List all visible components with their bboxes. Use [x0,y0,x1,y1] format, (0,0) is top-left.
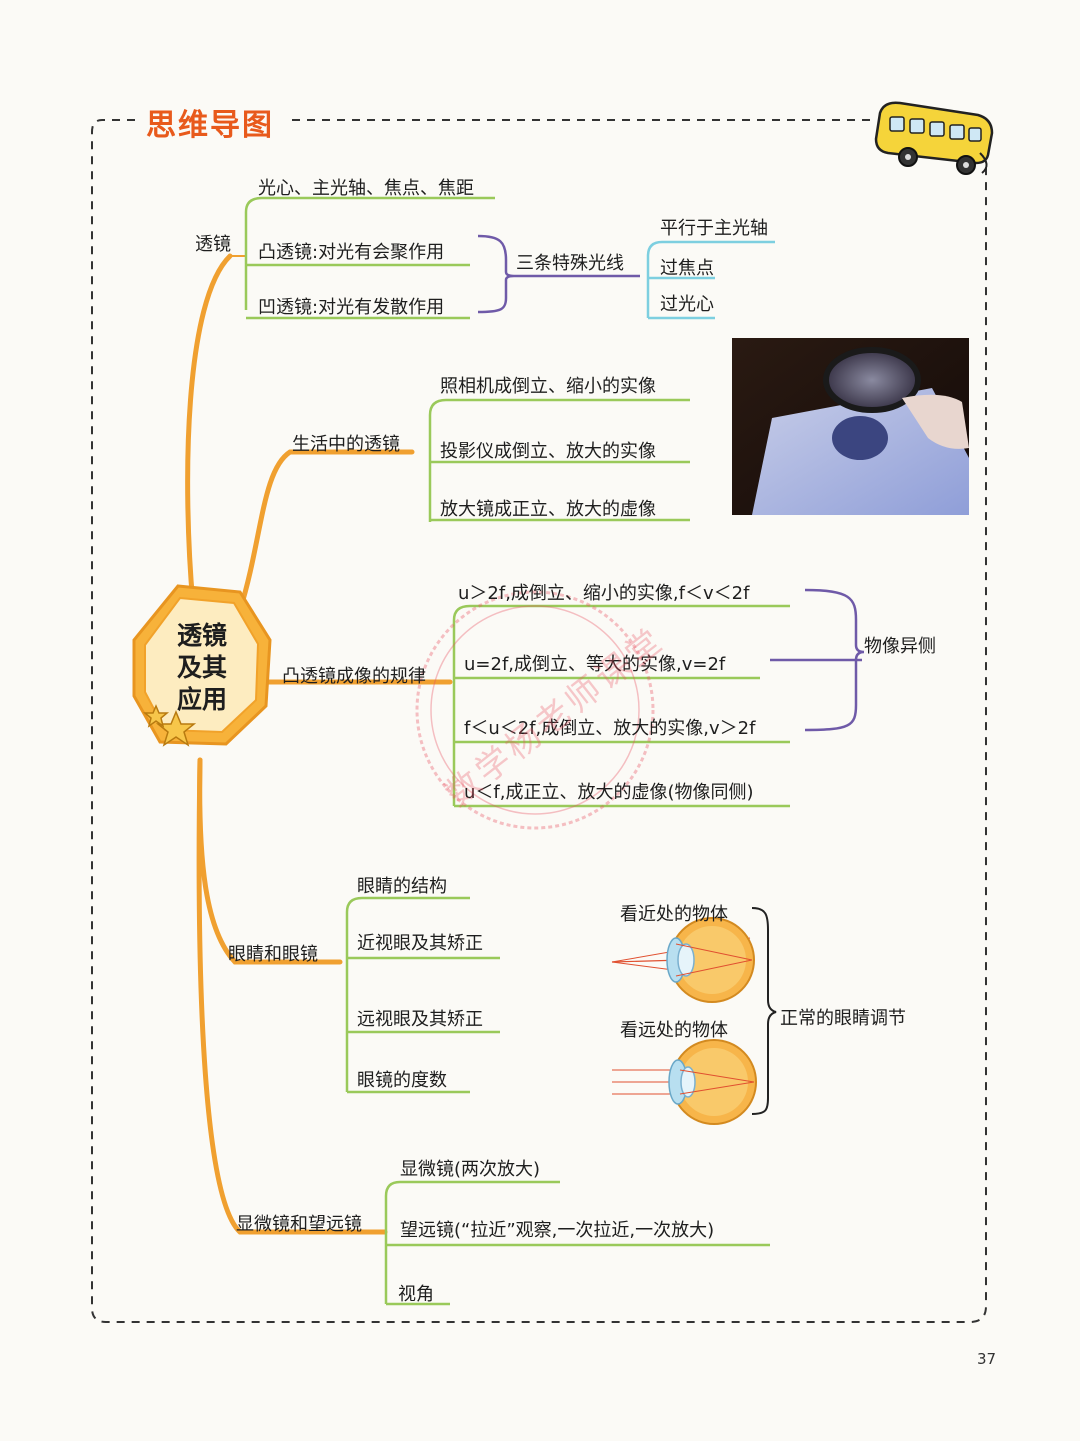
rules-group-label: 物像异侧 [864,636,936,657]
eye-near-label: 看近处的物体 [620,904,728,925]
cyan-branches [646,240,775,320]
eye-item-1: 眼睛的结构 [357,876,447,897]
scope-item-1: 显微镜(两次放大) [400,1159,541,1180]
daily-item-3: 放大镜成正立、放大的虚像 [440,499,656,520]
magnifier-photo [732,338,969,515]
lens-item-3: 凹透镜:对光有发散作用 [258,297,445,318]
eye-item-3: 远视眼及其矫正 [357,1009,483,1030]
center-topic: 透镜 及其 应用 [160,620,244,716]
center-line-1: 透镜 [176,621,227,650]
rule-item-4: u＜f,成正立、放大的虚像(物像同侧) [464,782,754,803]
purple-connectors [477,234,865,732]
center-line-2: 及其 [176,653,227,682]
daily-item-1: 照相机成倒立、缩小的实像 [440,376,656,397]
watermark-seal [415,590,655,830]
green-branches [244,196,790,1306]
eye-item-4: 眼镜的度数 [357,1070,447,1091]
rays-label: 三条特殊光线 [516,253,624,274]
ray-1: 平行于主光轴 [660,218,768,239]
branch-daily: 生活中的透镜 [292,434,400,455]
eye-item-2: 近视眼及其矫正 [357,933,483,954]
lens-item-1: 光心、主光轴、焦点、焦距 [258,178,474,199]
center-line-3: 应用 [176,685,227,714]
ray-2: 过焦点 [660,258,714,279]
lens-item-2: 凸透镜:对光有会聚作用 [258,242,445,263]
eye-near-diagram [611,917,755,1003]
scope-item-2: 望远镜(“拉近”观察,一次拉近,一次放大) [400,1220,715,1241]
rule-item-1: u＞2f,成倒立、缩小的实像,f＜v＜2f [458,583,750,604]
page-number: 37 [977,1350,997,1368]
trunk-branches [185,253,453,1235]
star-icon [142,704,197,747]
eye-group-label: 正常的眼睛调节 [780,1008,906,1029]
branch-scope: 显微镜和望远镜 [236,1214,362,1235]
daily-item-2: 投影仪成倒立、放大的实像 [440,441,656,462]
ray-3: 过光心 [660,294,714,315]
bus-icon [874,101,994,175]
branch-eye: 眼睛和眼镜 [228,944,318,965]
rule-item-3: f＜u＜2f,成倒立、放大的实像,v＞2f [464,718,756,739]
branch-rules: 凸透镜成像的规律 [282,666,426,687]
page-title: 思维导图 [146,108,274,143]
eye-bracket [751,907,777,1115]
dashed-frame [91,119,987,1323]
eye-far-diagram [612,1039,757,1125]
central-node [132,584,272,746]
branch-lens: 透镜 [195,234,231,255]
scope-item-3: 视角 [398,1284,434,1305]
rule-item-2: u=2f,成倒立、等大的实像,v=2f [464,654,726,675]
eye-far-label: 看远处的物体 [620,1020,728,1041]
